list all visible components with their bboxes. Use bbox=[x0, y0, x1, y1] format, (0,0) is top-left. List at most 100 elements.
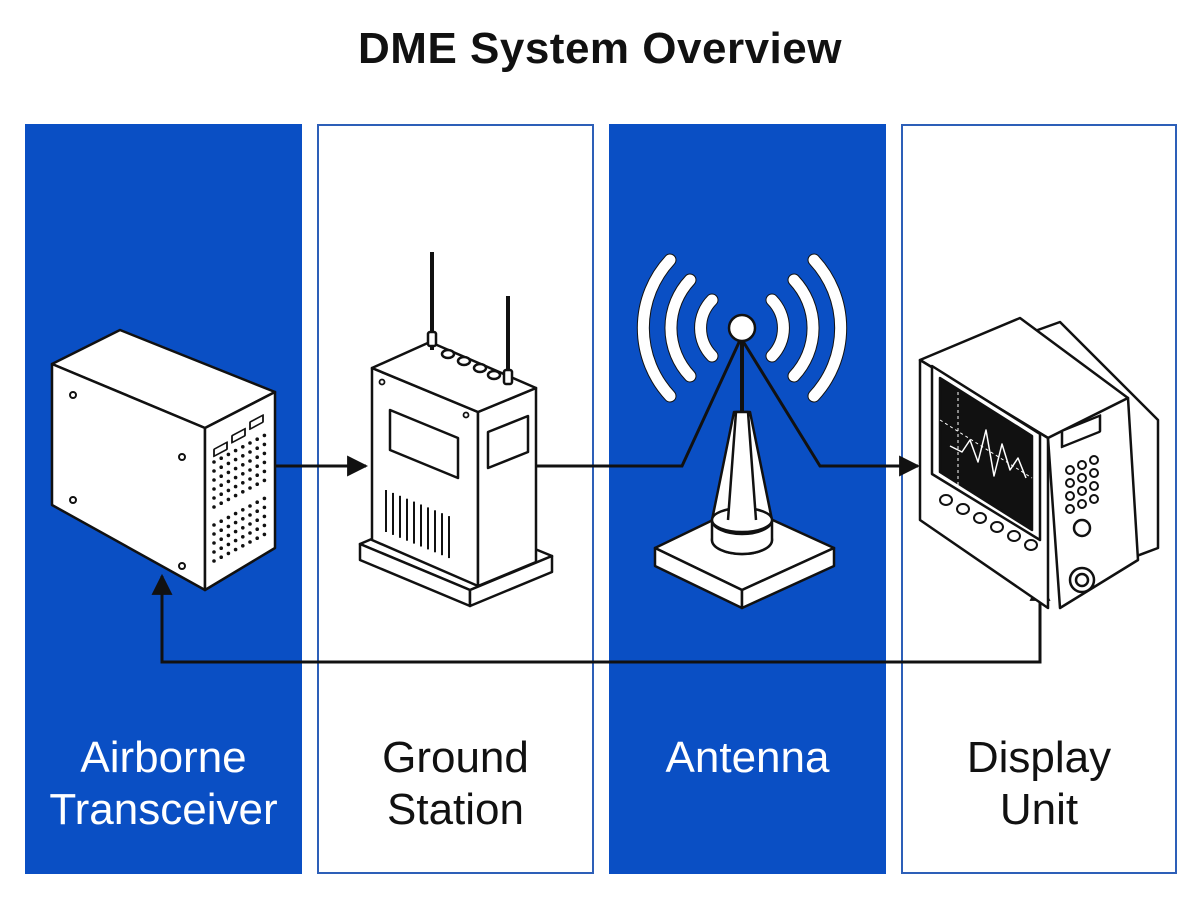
vent-hole bbox=[212, 460, 216, 464]
vent-hole bbox=[248, 459, 252, 463]
vent-hole bbox=[219, 492, 223, 497]
vent-hole bbox=[219, 519, 223, 523]
vent-hole bbox=[233, 475, 238, 480]
vent-hole bbox=[212, 487, 216, 491]
label-line-2: Station bbox=[387, 785, 524, 834]
vent-hole bbox=[255, 518, 259, 522]
keypad-button bbox=[1077, 460, 1087, 470]
vent-hole bbox=[226, 524, 231, 529]
vent-hole bbox=[226, 497, 231, 502]
vent-hole bbox=[212, 469, 216, 473]
vent-hole bbox=[262, 469, 267, 474]
display-button bbox=[939, 494, 953, 506]
vent-hole bbox=[233, 529, 238, 534]
keypad-button bbox=[1089, 494, 1099, 504]
ground-station-icon bbox=[358, 252, 554, 608]
keypad-button bbox=[1077, 499, 1087, 509]
keypad-button bbox=[1077, 486, 1087, 496]
vent-hole bbox=[219, 537, 223, 541]
vent-hole bbox=[233, 466, 238, 471]
label-line-1: Airborne bbox=[80, 733, 247, 782]
radio-waves bbox=[636, 253, 848, 403]
transceiver-vent-grille bbox=[212, 433, 267, 563]
vent-hole bbox=[241, 490, 245, 494]
vent-hole bbox=[241, 463, 245, 467]
vent-hole bbox=[233, 538, 238, 543]
transceiver-box-icon bbox=[50, 328, 277, 592]
vent-hole bbox=[262, 451, 267, 456]
vent-hole bbox=[233, 484, 238, 489]
vent-hole bbox=[241, 544, 245, 548]
keypad-button bbox=[1065, 478, 1075, 488]
label-display-unit: Display Unit bbox=[903, 732, 1175, 836]
feedback-loop-arrow bbox=[151, 573, 1051, 664]
label-line-1: Ground bbox=[382, 733, 529, 782]
vent-hole bbox=[233, 457, 238, 462]
display-button bbox=[1007, 530, 1021, 542]
vent-hole bbox=[262, 514, 267, 519]
vent-hole bbox=[219, 483, 223, 488]
vent-hole bbox=[255, 455, 259, 460]
label-airborne-transceiver: Airborne Transceiver bbox=[25, 732, 302, 836]
vent-hole bbox=[219, 546, 223, 550]
keypad-button bbox=[1065, 465, 1075, 475]
connection-lines bbox=[151, 337, 1051, 664]
vent-hole bbox=[226, 452, 231, 457]
vent-hole bbox=[241, 535, 245, 539]
vent-hole bbox=[248, 468, 252, 472]
vent-hole bbox=[219, 465, 223, 470]
arrow-antenna-to-display bbox=[739, 337, 921, 477]
vent-hole bbox=[262, 523, 267, 528]
vent-hole bbox=[255, 446, 259, 451]
vent-hole bbox=[226, 470, 231, 475]
vent-hole bbox=[212, 505, 216, 509]
keypad-button bbox=[1089, 468, 1099, 478]
vent-hole bbox=[248, 477, 252, 481]
display-unit-icon bbox=[918, 316, 1160, 610]
vent-hole bbox=[241, 508, 245, 512]
vent-hole bbox=[212, 559, 216, 563]
vent-hole bbox=[219, 501, 223, 506]
vent-hole bbox=[248, 540, 252, 544]
keypad-button bbox=[1077, 473, 1087, 483]
keypad-button bbox=[1065, 491, 1075, 501]
vent-hole bbox=[255, 536, 259, 540]
vent-hole bbox=[255, 473, 259, 478]
vent-hole bbox=[233, 448, 238, 453]
vent-hole bbox=[233, 547, 238, 552]
label-line-2: Unit bbox=[999, 785, 1079, 834]
keypad-button bbox=[1065, 504, 1075, 514]
diagram-title: DME System Overview bbox=[358, 24, 842, 73]
vent-hole bbox=[248, 486, 252, 490]
ground-station-vents bbox=[385, 490, 450, 559]
display-unit-buttons bbox=[939, 455, 1099, 551]
vent-hole bbox=[219, 528, 223, 532]
keypad-button bbox=[1089, 481, 1099, 491]
line-station-to-antenna bbox=[537, 337, 743, 468]
vent-hole bbox=[248, 450, 252, 454]
vent-hole bbox=[248, 504, 252, 508]
vent-hole bbox=[212, 496, 216, 500]
vent-hole bbox=[226, 515, 231, 520]
vent-hole bbox=[241, 481, 245, 485]
vent-hole bbox=[241, 454, 245, 458]
vent-hole bbox=[212, 523, 216, 527]
vent-hole bbox=[226, 542, 231, 547]
keypad-button bbox=[1089, 455, 1099, 465]
antenna-tower-icon bbox=[653, 313, 836, 610]
vent-hole bbox=[212, 478, 216, 482]
vent-hole bbox=[226, 533, 231, 538]
vent-hole bbox=[262, 532, 267, 537]
display-button bbox=[1024, 539, 1038, 551]
vent-hole bbox=[241, 445, 245, 449]
vent-hole bbox=[219, 474, 223, 479]
vent-hole bbox=[255, 527, 259, 531]
display-button bbox=[990, 521, 1004, 533]
vent-hole bbox=[226, 551, 231, 556]
vent-hole bbox=[226, 488, 231, 493]
vent-hole bbox=[233, 520, 238, 525]
vent-hole bbox=[226, 461, 231, 466]
vent-hole bbox=[262, 505, 267, 510]
label-antenna: Antenna bbox=[609, 732, 886, 784]
